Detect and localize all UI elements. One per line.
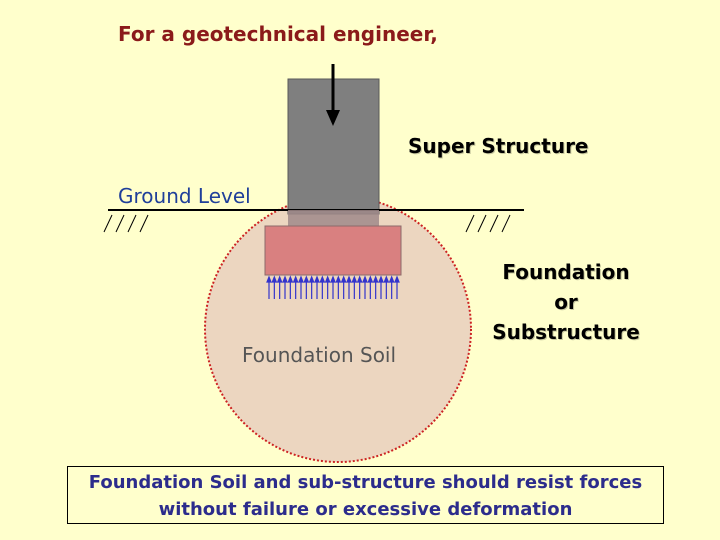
caption-line-2: without failure or excessive deformation <box>158 499 573 520</box>
foundation-footing <box>264 225 402 276</box>
foundation-label-line: or <box>554 290 578 314</box>
column-embedded-portion <box>288 210 379 226</box>
caption-line-1: Foundation Soil and sub-structure should… <box>88 472 643 493</box>
slide-title: For a geotechnical engineer, <box>118 22 438 46</box>
ground-hatch-icon <box>103 214 149 233</box>
pressure-arrows-icon <box>266 275 400 299</box>
caption-box: Foundation Soil and sub-structure should… <box>67 466 664 524</box>
foundation-label-line: Foundation <box>502 260 630 284</box>
ground-level-label: Ground Level <box>118 184 251 208</box>
load-arrow-icon <box>326 64 340 126</box>
ground-hatch-icon <box>465 214 511 233</box>
super-structure-label: Super Structure <box>408 134 589 158</box>
foundation-substructure-label: Foundation or Substructure <box>482 257 650 347</box>
foundation-label-line: Substructure <box>492 320 640 344</box>
foundation-soil-label: Foundation Soil <box>242 343 397 367</box>
